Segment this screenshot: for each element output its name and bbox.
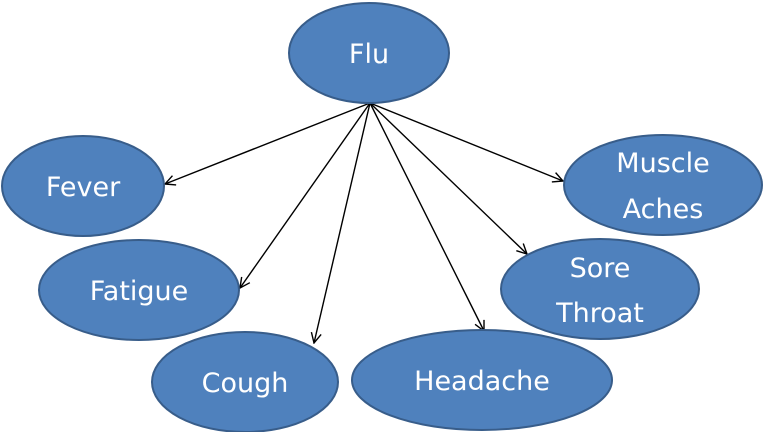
node-sore-throat-label-line-2: Throat	[555, 298, 644, 329]
node-cough: Cough	[151, 331, 339, 432]
edge-flu-sore-throat	[369, 102, 527, 254]
edge-flu-headache	[369, 102, 484, 331]
node-fever: Fever	[1, 135, 165, 237]
edges	[165, 102, 563, 343]
node-headache-label: Headache	[414, 366, 550, 397]
edge-flu-cough	[314, 102, 371, 343]
node-sore-throat: Sore Throat	[500, 238, 700, 340]
node-flu-label: Flu	[349, 39, 389, 70]
node-fatigue: Fatigue	[38, 239, 240, 341]
node-muscle-aches: Muscle Aches	[563, 134, 763, 236]
node-muscle-aches-label-line-2: Aches	[623, 194, 704, 225]
node-muscle-aches-label-line-1: Muscle	[616, 148, 709, 179]
node-headache: Headache	[351, 329, 613, 431]
node-flu: Flu	[288, 2, 450, 104]
node-sore-throat-label-line-1: Sore	[570, 253, 631, 284]
node-cough-label: Cough	[202, 368, 289, 399]
node-fever-label: Fever	[46, 172, 121, 203]
edge-flu-muscle-aches	[369, 102, 563, 181]
edge-flu-fever	[165, 102, 371, 184]
node-fatigue-label: Fatigue	[90, 276, 189, 307]
edge-flu-fatigue	[240, 102, 371, 288]
